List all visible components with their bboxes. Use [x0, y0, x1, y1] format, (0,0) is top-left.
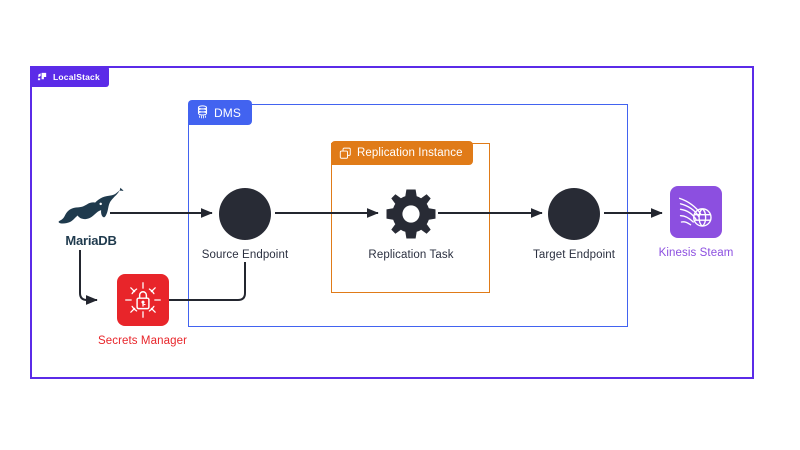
node-replication-task-label: Replication Task: [368, 249, 454, 261]
node-target-endpoint-label: Target Endpoint: [532, 249, 616, 261]
node-kinesis-stream: Kinesis Steam: [646, 186, 746, 259]
mariadb-seal-icon: [55, 186, 127, 232]
node-secrets-manager-label: Secrets Manager: [97, 335, 188, 347]
node-source-endpoint: Source Endpoint: [193, 188, 297, 261]
localstack-logo-icon: [37, 71, 48, 82]
replication-instance-badge: Replication Instance: [331, 141, 473, 165]
dms-badge-label: DMS: [214, 105, 241, 120]
node-replication-task: Replication Task: [359, 188, 463, 261]
kinesis-stream-icon: [670, 186, 722, 238]
database-stack-icon: [196, 105, 209, 120]
node-mariadb-label: MariaDB: [65, 233, 117, 248]
localstack-badge-label: LocalStack: [53, 71, 100, 82]
localstack-frame: [30, 66, 754, 379]
secrets-manager-lock-icon: [116, 274, 169, 326]
node-target-endpoint: Target Endpoint: [522, 188, 626, 261]
filled-circle-icon: [548, 188, 600, 240]
duplicate-copy-icon: [339, 147, 352, 160]
dms-badge: DMS: [188, 100, 252, 125]
node-mariadb: MariaDB: [45, 186, 137, 248]
node-source-endpoint-label: Source Endpoint: [201, 249, 289, 261]
localstack-badge: LocalStack: [30, 66, 109, 87]
node-secrets-manager: Secrets Manager: [90, 274, 195, 347]
replication-instance-badge-label: Replication Instance: [357, 147, 463, 159]
gear-icon: [385, 188, 437, 240]
dms-frame: [188, 104, 628, 327]
filled-circle-icon: [219, 188, 271, 240]
node-kinesis-stream-label: Kinesis Steam: [658, 247, 734, 259]
